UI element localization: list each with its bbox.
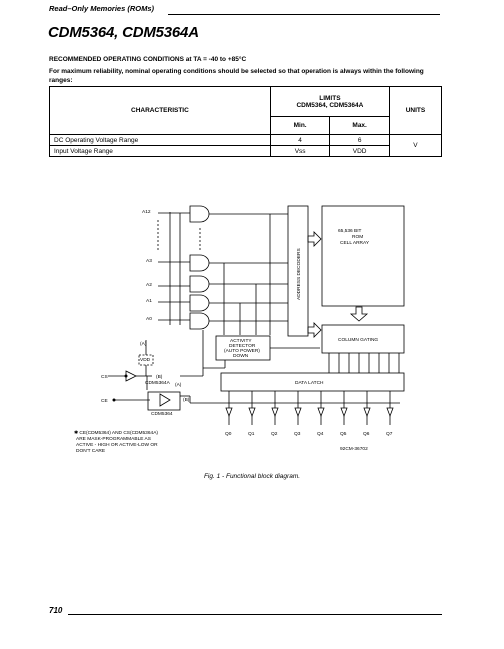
page-title: CDM5364, CDM5364A	[48, 24, 199, 41]
and-gate	[189, 205, 210, 223]
col-limits: LIMITS CDM5364, CDM5364A	[269, 86, 390, 117]
section-header: Read–Only Memories (ROMs)	[49, 4, 155, 13]
drawing-code: 92CM-36702	[340, 446, 368, 452]
footer-rule	[68, 614, 442, 615]
activity-label-3: (AUTO POWER)	[224, 348, 260, 354]
output-label: Q2	[271, 431, 278, 437]
output-label: Q0	[225, 431, 232, 437]
address-decoders-block	[287, 205, 309, 337]
header-rule	[168, 14, 440, 15]
activity-label-4: DOWN	[233, 353, 249, 359]
output-buffer	[363, 407, 371, 418]
table-row: DC Operating Voltage Range 4 6 V	[49, 134, 443, 157]
figure-caption: Fig. 1 - Functional block diagram.	[203, 473, 301, 480]
row-characteristic: Input Voltage Range	[49, 145, 271, 157]
and-gate	[189, 275, 210, 293]
limits-line1: LIMITS	[319, 94, 341, 102]
and-gate	[189, 294, 210, 312]
activity-label-1: ACTIVITY	[230, 338, 252, 344]
footnote-line: ✱ CE(CDM5364) AND CS(CDM5364A)	[74, 430, 158, 436]
row-units: V	[388, 134, 443, 157]
footnote-line: DON'T CARE	[76, 448, 105, 454]
label-b: (B)	[156, 374, 163, 380]
label-a: (A)	[140, 341, 147, 347]
activity-label-2: DETECTOR	[229, 343, 256, 349]
vdd-label: VDD	[140, 357, 151, 363]
col-characteristic: CHARACTERISTIC	[49, 86, 271, 135]
row-max: VDD	[329, 145, 390, 157]
output-buffer	[340, 407, 348, 418]
output-label: Q1	[248, 431, 255, 437]
ce-label: CE	[101, 398, 108, 404]
output-buffer	[225, 407, 233, 418]
output-label: Q7	[386, 431, 393, 437]
and-gate	[189, 254, 210, 272]
rom-label-2: ROM	[352, 234, 363, 240]
limits-line2: CDM5364, CDM5364A	[296, 101, 364, 109]
addr-label: A12	[142, 209, 151, 215]
conditions-note: For maximum reliability, nominal operati…	[49, 68, 424, 84]
data-latch-block	[220, 372, 405, 392]
rom-label-3: CELL ARRAY	[340, 240, 370, 246]
output-label: Q6	[363, 431, 370, 437]
output-buffer	[294, 407, 302, 418]
output-buffer	[271, 407, 279, 418]
addr-label: A2	[146, 282, 152, 288]
row-min: Vss	[269, 145, 331, 157]
output-buffer	[248, 407, 256, 418]
operating-conditions-table: CHARACTERISTIC LIMITS CDM5364, CDM5364A …	[49, 86, 443, 157]
output-buffer	[317, 407, 325, 418]
addr-label: A3	[146, 258, 152, 264]
column-gating-label: COLUMN GATING	[338, 337, 378, 343]
data-latch-label: DATA LATCH	[295, 380, 324, 386]
cs-label: CS	[101, 374, 108, 380]
output-label: Q3	[294, 431, 301, 437]
column-gating-block	[321, 324, 405, 354]
addr-label: A1	[146, 298, 152, 304]
page-number: 710	[49, 606, 63, 615]
conditions-subtitle: RECOMMENDED OPERATING CONDITIONS at TA =…	[49, 56, 247, 63]
output-buffer	[386, 407, 394, 418]
label-b: (B)	[183, 397, 190, 403]
rom-label-1: 65,536 BIT	[338, 228, 362, 234]
output-label: Q4	[317, 431, 324, 437]
label-a: (A)	[175, 382, 182, 388]
cdm5364-label: CDM5364	[151, 411, 173, 417]
rom-cell-array-block	[321, 205, 405, 307]
footnote-line: ACTIVE - HIGH OR ACTIVE-LOW OR	[76, 442, 158, 448]
addr-label: A0	[146, 316, 152, 322]
table-row: Input Voltage Range Vss VDD	[49, 145, 442, 157]
footnote-line: ARE MASK-PROGRAMMABLE AS	[76, 436, 151, 442]
address-decoders-label: ADDRESS DECODERS	[296, 248, 302, 300]
output-label: Q5	[340, 431, 347, 437]
and-gate	[189, 312, 210, 330]
cdm5364a-label: CDM5364A	[145, 380, 171, 386]
